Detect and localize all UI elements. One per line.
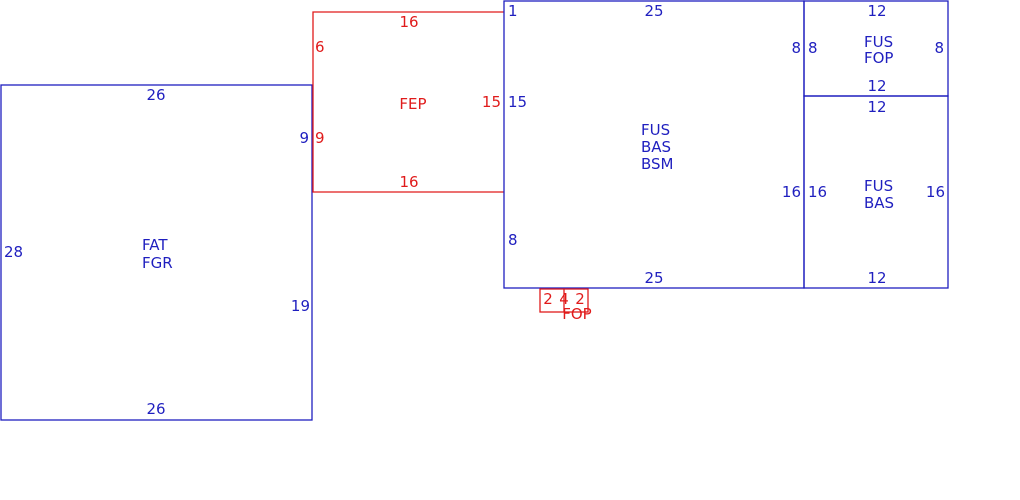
fus-main-left-mid-dimension: 15: [508, 93, 527, 111]
fus-main-top-dimension: 25: [644, 2, 663, 20]
fat-left-dimension: 28: [4, 243, 23, 261]
fus-main-right-lower-dimension: 16: [782, 183, 801, 201]
fep-top-dimension: 16: [399, 13, 418, 31]
fus-bas-bottom-dimension: 12: [867, 269, 886, 287]
fop-small-mid-dimension: 4: [559, 290, 569, 308]
fat-bottom-dimension: 26: [146, 400, 165, 418]
fop-small-left-dimension: 2: [543, 290, 553, 308]
fus-bas-top-dimension: 12: [867, 98, 886, 116]
fus-bas-room-outline: [803, 95, 949, 289]
fus-fop-room-label-1: FUS: [864, 33, 893, 51]
fus-fop-bottom-dimension: 12: [867, 77, 886, 95]
fus-fop-right-dimension: 8: [934, 39, 944, 57]
fus-fop-top-dimension: 12: [867, 2, 886, 20]
fus-fop-left-dimension: 8: [808, 39, 818, 57]
fat-room-outline: [0, 84, 313, 421]
fus-bas-room-label-1: FUS: [864, 177, 893, 195]
fop-small-room-label: FOP: [562, 305, 591, 323]
fus-main-left-top-dimension: 1: [508, 2, 518, 20]
fus-main-bottom-dimension: 25: [644, 269, 663, 287]
fat-right-lower-dimension: 19: [291, 297, 310, 315]
fus-bas-left-dimension: 16: [808, 183, 827, 201]
fus-bas-room-label-2: BAS: [864, 194, 894, 212]
fep-left-dimension: 6: [315, 38, 325, 56]
fat-room-label-1: FAT: [142, 236, 168, 254]
fus-fop-room-label-2: FOP: [864, 49, 893, 67]
fat-top-dimension: 26: [146, 86, 165, 104]
fus-main-room-label-1: FUS: [641, 121, 670, 139]
fep-left-lower-dimension: 9: [315, 129, 325, 147]
fop-small-right-dimension: 2: [575, 290, 585, 308]
fus-bas-right-dimension: 16: [926, 183, 945, 201]
fus-main-room-label-3: BSM: [641, 155, 674, 173]
fat-room-label-2: FGR: [142, 254, 173, 272]
fep-room-label: FEP: [399, 95, 426, 113]
fus-main-left-lower-dimension: 8: [508, 231, 518, 249]
fep-right-dimension: 15: [482, 93, 501, 111]
fep-room-outline: [312, 11, 504, 193]
fat-right-upper-dimension: 9: [299, 129, 309, 147]
fus-main-room-label-2: BAS: [641, 138, 671, 156]
fus-main-right-upper-dimension: 8: [791, 39, 801, 57]
fep-bottom-dimension: 16: [399, 173, 418, 191]
